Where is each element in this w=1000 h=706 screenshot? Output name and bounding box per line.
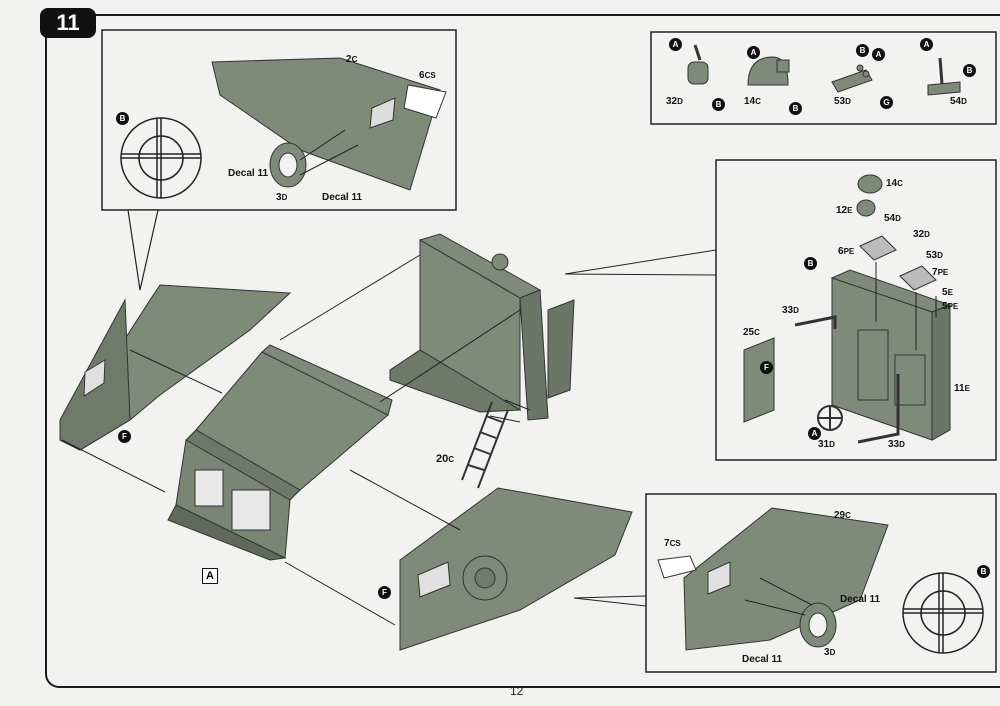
lifebuoy-3d-top bbox=[269, 142, 307, 188]
label-decal-11-d: Decal 11 bbox=[742, 654, 783, 665]
label-11e: 11E bbox=[954, 383, 970, 394]
label-32d-r: 32D bbox=[913, 229, 930, 240]
detail-box-lifebuoy-right bbox=[645, 493, 997, 673]
circle-b-icon: B bbox=[977, 565, 990, 578]
label-7pe: 7PE bbox=[932, 267, 949, 278]
circle-b-icon: B bbox=[856, 44, 869, 57]
lifebuoy-diagram-top bbox=[120, 117, 202, 199]
side-panel-left bbox=[59, 284, 292, 451]
part-14c-dome bbox=[747, 56, 790, 86]
label-7cs: 7CS bbox=[664, 538, 681, 549]
circle-g-icon: G bbox=[880, 96, 893, 109]
label-32d: 32D bbox=[666, 96, 683, 107]
detail-box-wheelhouse bbox=[715, 159, 997, 461]
label-31d: 31D bbox=[818, 439, 835, 450]
lifebuoy-3d-right bbox=[799, 602, 837, 648]
part-31d-wheel bbox=[817, 405, 843, 431]
callout-pointer-lifebuoy bbox=[127, 209, 159, 291]
ladder-20c bbox=[461, 401, 509, 489]
label-6pe: 6PE bbox=[838, 246, 855, 257]
label-6cs: 6CS bbox=[419, 70, 436, 81]
part-33d-rails bbox=[794, 315, 900, 444]
parts-strip-box bbox=[650, 31, 997, 125]
label-53d-r: 53D bbox=[926, 250, 943, 261]
side-panel-right bbox=[399, 487, 633, 651]
part-54d-lever bbox=[927, 57, 961, 96]
circle-a-icon: A bbox=[747, 46, 760, 59]
circle-f-icon: F bbox=[378, 586, 391, 599]
circle-a-icon: A bbox=[920, 38, 933, 51]
label-14c: 14C bbox=[744, 96, 761, 107]
panel-2c-window bbox=[369, 97, 396, 129]
part-32d-lever bbox=[687, 44, 709, 85]
circle-b-icon: B bbox=[963, 64, 976, 77]
label-decal-11-c: Decal 11 bbox=[840, 594, 881, 605]
circle-a-icon: A bbox=[808, 427, 821, 440]
label-54d-r: 54D bbox=[884, 213, 901, 224]
label-33d-top: 33D bbox=[782, 305, 799, 316]
label-25c: 25C bbox=[743, 327, 760, 338]
wheelhouse-interior-unit bbox=[389, 233, 575, 421]
label-12e: 12E bbox=[836, 205, 853, 216]
label-decal-11-a: Decal 11 bbox=[228, 168, 269, 179]
label-2c: 2C bbox=[346, 54, 358, 65]
circle-b-icon: B bbox=[804, 257, 817, 270]
panel-29c bbox=[683, 507, 889, 651]
label-decal-11-b: Decal 11 bbox=[322, 192, 363, 203]
label-54d: 54D bbox=[950, 96, 967, 107]
assembly-a-marker: A bbox=[202, 568, 218, 584]
label-53d: 53D bbox=[834, 96, 851, 107]
circle-b-icon: B bbox=[116, 112, 129, 125]
label-33d-bottom: 33D bbox=[888, 439, 905, 450]
lifebuoy-diagram-right bbox=[902, 572, 984, 654]
circle-a-icon: A bbox=[669, 38, 682, 51]
page-frame bbox=[45, 14, 1000, 688]
label-5pe: 5PE bbox=[942, 301, 959, 312]
part-6cs-clear bbox=[403, 84, 447, 119]
part-53d-bracket bbox=[831, 64, 873, 93]
circle-a-icon: A bbox=[872, 48, 885, 61]
label-5e: 5E bbox=[942, 287, 953, 298]
label-3d-r: 3D bbox=[824, 647, 836, 658]
label-20c: 20C bbox=[436, 453, 455, 465]
label-29c: 29C bbox=[834, 510, 851, 521]
circle-f-icon: F bbox=[118, 430, 131, 443]
part-7pe-plate bbox=[899, 265, 937, 291]
wheelhouse-console bbox=[830, 269, 952, 441]
label-3d: 3D bbox=[276, 192, 288, 203]
cabin-main-assembly bbox=[167, 344, 393, 561]
panel-2c bbox=[211, 57, 441, 191]
circle-f-icon: F bbox=[760, 361, 773, 374]
circle-b-icon: B bbox=[789, 102, 802, 115]
step-number-badge: 11 bbox=[40, 8, 96, 38]
part-6pe-plate bbox=[859, 235, 897, 261]
page-number: 12 bbox=[510, 684, 524, 698]
label-14c-r: 14C bbox=[886, 178, 903, 189]
circle-b-icon: B bbox=[712, 98, 725, 111]
detail-box-lifebuoy bbox=[101, 29, 457, 211]
part-14c-top bbox=[856, 174, 883, 217]
part-7cs-clear bbox=[657, 555, 697, 579]
part-25c-door bbox=[743, 337, 775, 423]
